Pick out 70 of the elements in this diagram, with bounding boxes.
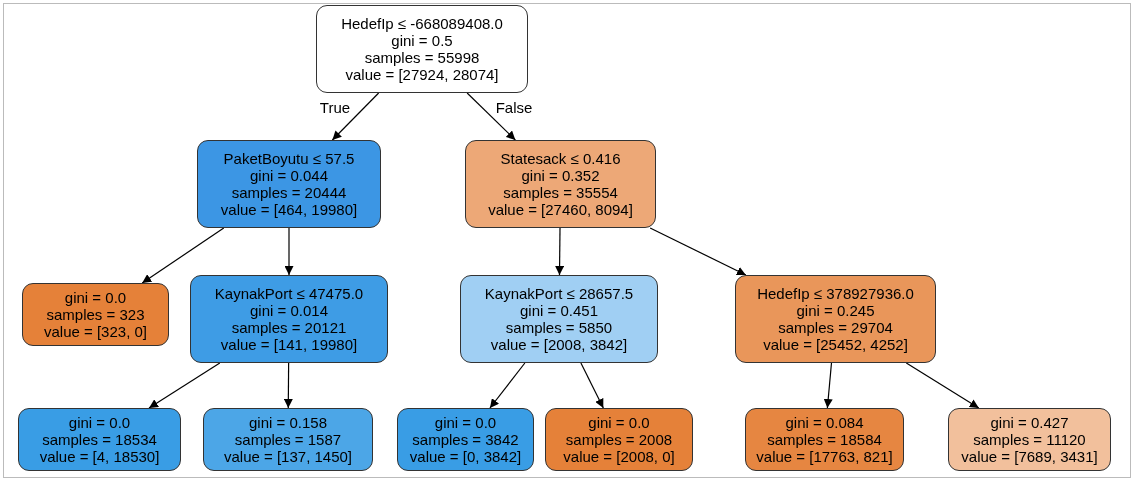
- arrow: [649, 227, 747, 276]
- arrow: [555, 227, 565, 276]
- arrow: [905, 362, 980, 409]
- tree-node-box: [190, 275, 388, 363]
- arrow: [331, 92, 380, 141]
- node-text: samples = 5850: [505, 319, 613, 336]
- node-text: value = [27460, 8094]: [488, 201, 633, 218]
- node-text: gini = 0.0: [68, 414, 131, 431]
- node-text: KaynakPort ≤ 28657.5: [484, 285, 634, 302]
- node-text: value = [323, 0]: [44, 323, 147, 340]
- node-text: samples = 3842: [412, 431, 519, 448]
- node-text: gini = 0.0: [588, 414, 650, 431]
- node-text: samples = 18534: [42, 431, 157, 448]
- node-text: value = [4, 18530]: [39, 448, 160, 465]
- node-text: samples = 35554: [503, 184, 618, 201]
- node-text: value = [2008, 3842]: [490, 336, 628, 353]
- arrow: [283, 362, 293, 409]
- node-text: value = [27924, 28074]: [345, 66, 499, 83]
- node-text: samples = 20444: [231, 184, 347, 201]
- node-text: PaketBoyutu ≤ 57.5: [223, 150, 355, 167]
- node-text: gini = 0.084: [785, 414, 864, 431]
- node-text: gini = 0.5: [391, 32, 453, 49]
- node-text: value = [464, 19980]: [220, 201, 358, 218]
- node-text: gini = 0.245: [796, 302, 875, 319]
- node-text: gini = 0.0: [434, 414, 497, 431]
- node-text: samples = 1587: [234, 431, 342, 448]
- arrow: [489, 362, 526, 409]
- node-text: value = [25452, 4252]: [763, 336, 908, 353]
- tree-node-box: [397, 408, 534, 471]
- tree-node-box: [197, 140, 381, 228]
- arrow: [580, 362, 604, 409]
- tree-node-box: [460, 275, 658, 363]
- node-text: value = [0, 3842]: [409, 448, 522, 465]
- node-text: gini = 0.044: [250, 167, 328, 184]
- node-text: value = [141, 19980]: [220, 336, 358, 353]
- node-text: HedefIp ≤ -668089408.0: [341, 15, 503, 32]
- tree-node-box: [22, 283, 169, 346]
- arrow: [823, 362, 833, 409]
- node-text: samples = 18584: [767, 431, 882, 448]
- node-text: gini = 0.0: [64, 289, 127, 306]
- node-text: value = [2008, 0]: [563, 448, 675, 465]
- tree-node-box: [735, 275, 936, 363]
- tree-node-box: [545, 408, 693, 471]
- node-text: Statesack ≤ 0.416: [500, 150, 621, 167]
- node-text: samples = 55998: [364, 49, 480, 66]
- arrow: [466, 92, 516, 141]
- node-text: gini = 0.352: [521, 167, 600, 184]
- tree-node-box: [948, 408, 1111, 471]
- node-text: samples = 2008: [565, 431, 673, 448]
- node-text: samples = 11120: [973, 431, 1086, 448]
- node-text: gini = 0.427: [990, 414, 1069, 431]
- node-text: value = [137, 1450]: [224, 448, 352, 465]
- tree-node-box: [203, 408, 373, 471]
- arrow: [148, 362, 221, 409]
- tree-node-box: [465, 140, 656, 228]
- tree-node-box: [745, 408, 904, 471]
- node-text: HedefIp ≤ 378927936.0: [757, 285, 914, 302]
- node-text: samples = 29704: [778, 319, 893, 336]
- node-text: samples = 323: [46, 306, 145, 323]
- node-text: gini = 0.014: [250, 302, 328, 319]
- node-text: value = [17763, 821]: [756, 448, 893, 465]
- arrow: [284, 227, 294, 276]
- node-text: samples = 20121: [231, 319, 347, 336]
- node-text: gini = 0.158: [249, 414, 327, 431]
- node-text: KaynakPort ≤ 47475.0: [214, 285, 364, 302]
- tree-node-box: [18, 408, 181, 471]
- node-text: gini = 0.451: [520, 302, 598, 319]
- arrow: [141, 227, 225, 284]
- tree-node-box: [316, 5, 528, 93]
- node-text: value = [7689, 3431]: [961, 448, 1098, 465]
